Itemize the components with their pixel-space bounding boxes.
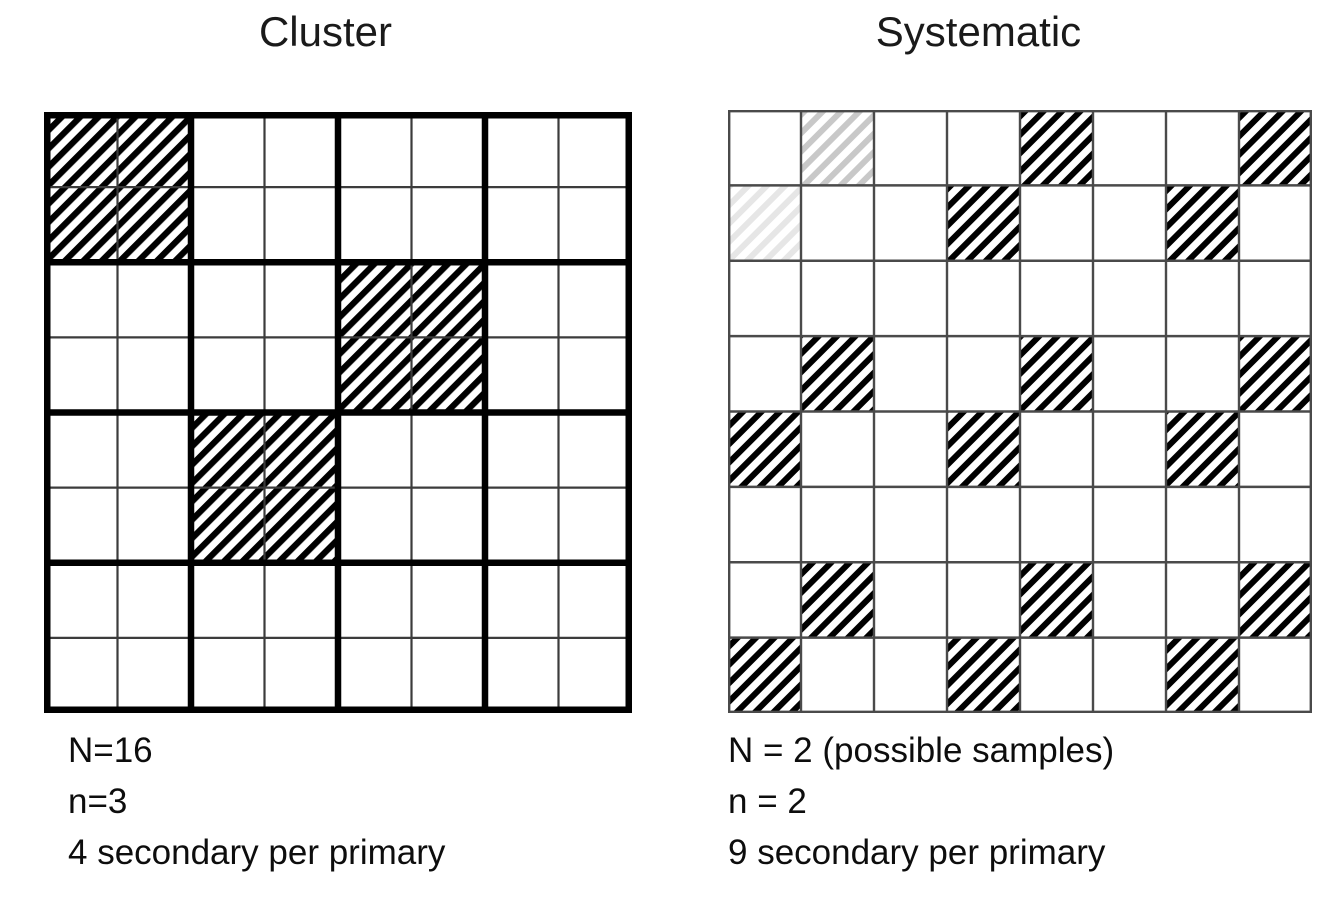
systematic-selected-cell bbox=[947, 185, 1020, 261]
cluster-selected-cell bbox=[338, 337, 412, 413]
systematic-selected-cell bbox=[1239, 562, 1312, 638]
cluster-panel-title: Cluster bbox=[258, 8, 393, 55]
cluster-selected-cell bbox=[338, 262, 412, 338]
cluster-thick-lines bbox=[44, 112, 632, 713]
systematic-selected-cell-faint bbox=[728, 185, 801, 261]
cluster-selected-cell bbox=[264, 487, 338, 563]
systematic-caption-line-2: n = 2 bbox=[728, 782, 807, 821]
systematic-selected-cell bbox=[1166, 411, 1239, 487]
systematic-selected-cell bbox=[1020, 336, 1093, 412]
cluster-panel: Cluster N=16 n=3 4 secondary per primary bbox=[0, 0, 663, 898]
systematic-caption: N = 2 (possible samples) n = 2 9 seconda… bbox=[728, 733, 1114, 886]
cluster-grid bbox=[44, 112, 632, 713]
cluster-caption-line-1: N=16 bbox=[68, 731, 153, 770]
cluster-cell-layer bbox=[44, 112, 485, 563]
cluster-selected-cell bbox=[411, 337, 485, 413]
systematic-selected-cell bbox=[947, 411, 1020, 487]
cluster-selected-cell bbox=[44, 187, 118, 263]
systematic-grid bbox=[728, 110, 1312, 713]
systematic-caption-line-3: 9 secondary per primary bbox=[728, 833, 1106, 872]
cluster-caption-line-2: n=3 bbox=[68, 782, 128, 821]
cluster-selected-cell bbox=[191, 487, 265, 563]
systematic-selected-cell bbox=[1020, 562, 1093, 638]
systematic-selected-cell bbox=[801, 562, 874, 638]
cluster-selected-cell bbox=[264, 412, 338, 488]
systematic-selected-cell bbox=[728, 637, 801, 713]
systematic-grid-svg bbox=[728, 110, 1312, 713]
systematic-panel: Systematic N = 2 (possible bbox=[664, 0, 1327, 898]
systematic-caption-line-1: N = 2 (possible samples) bbox=[728, 731, 1115, 770]
systematic-selected-cell bbox=[1239, 110, 1312, 186]
systematic-selected-cell bbox=[1239, 336, 1312, 412]
systematic-selected-cell bbox=[728, 411, 801, 487]
systematic-selected-cell bbox=[947, 637, 1020, 713]
cluster-selected-cell bbox=[44, 112, 118, 188]
systematic-cell-layer bbox=[728, 110, 1312, 713]
cluster-selected-cell bbox=[117, 187, 191, 263]
cluster-selected-cell bbox=[411, 262, 485, 338]
systematic-selected-cell bbox=[1166, 185, 1239, 261]
cluster-selected-cell bbox=[117, 112, 191, 188]
systematic-selected-cell-light bbox=[800, 110, 875, 187]
cluster-grid-svg bbox=[44, 112, 632, 713]
cluster-selected-cell bbox=[191, 412, 265, 488]
systematic-selected-cell bbox=[801, 336, 874, 412]
systematic-grid-lines bbox=[728, 110, 1312, 713]
systematic-selected-cell bbox=[1020, 110, 1093, 186]
systematic-panel-title: Systematic bbox=[875, 8, 1082, 55]
cluster-caption-line-3: 4 secondary per primary bbox=[68, 833, 446, 872]
cluster-caption: N=16 n=3 4 secondary per primary bbox=[68, 733, 445, 886]
systematic-selected-cell bbox=[1166, 637, 1239, 713]
